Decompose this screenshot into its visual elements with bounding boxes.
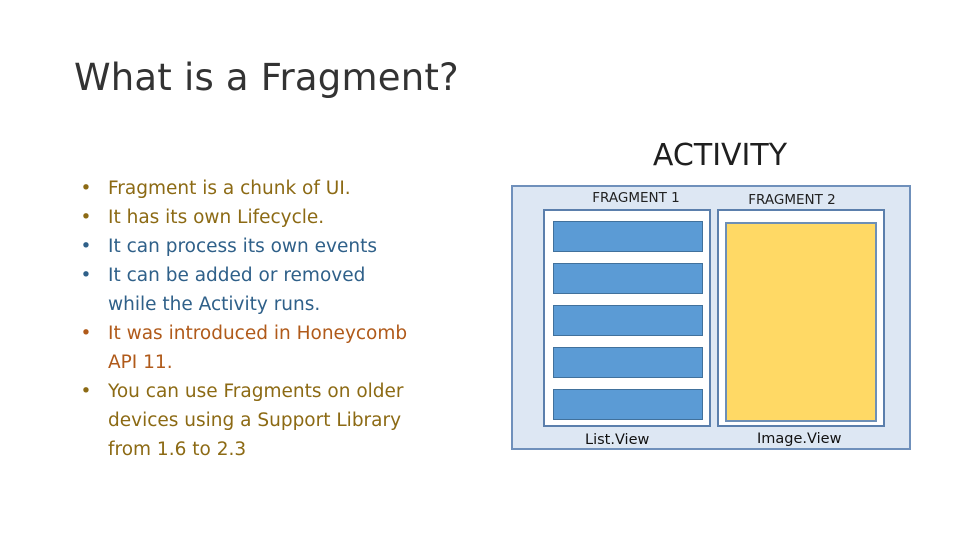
list-row <box>553 221 703 252</box>
bullet-text: Fragment is a chunk of UI. <box>108 178 351 199</box>
bullet-text: It can be added or removed while the Act… <box>108 265 366 315</box>
bullet-list: • Fragment is a chunk of UI. • It has it… <box>78 174 418 464</box>
bullet-item: • Fragment is a chunk of UI. <box>78 174 418 203</box>
bullet-dot-icon: • <box>80 323 92 344</box>
bullet-dot-icon: • <box>80 381 92 402</box>
slide-title: What is a Fragment? <box>74 56 459 99</box>
activity-label: ACTIVITY <box>652 138 788 173</box>
bullet-dot-icon: • <box>80 207 92 228</box>
fragment2-label: FRAGMENT 2 <box>748 192 836 208</box>
listview-caption: List.View <box>585 432 650 448</box>
bullet-dot-icon: • <box>80 265 92 286</box>
fragment1-label: FRAGMENT 1 <box>592 190 680 206</box>
image-view-box <box>725 222 877 422</box>
bullet-text: It can process its own events <box>108 236 377 257</box>
bullet-text: You can use Fragments on older devices u… <box>108 381 404 460</box>
list-row <box>553 347 703 378</box>
imageview-caption: Image.View <box>757 431 842 447</box>
bullet-item: • You can use Fragments on older devices… <box>78 377 418 464</box>
bullet-item: • It was introduced in Honeycomb API 11. <box>78 319 418 377</box>
bullet-text: It has its own Lifecycle. <box>108 207 325 228</box>
bullet-dot-icon: • <box>80 236 92 257</box>
list-row <box>553 305 703 336</box>
bullet-item: • It has its own Lifecycle. <box>78 203 418 232</box>
bullet-dot-icon: • <box>80 178 92 199</box>
list-row <box>553 389 703 420</box>
list-row <box>553 263 703 294</box>
bullet-item: • It can be added or removed while the A… <box>78 261 418 319</box>
bullet-item: • It can process its own events <box>78 232 418 261</box>
bullet-text: It was introduced in Honeycomb API 11. <box>108 323 408 373</box>
